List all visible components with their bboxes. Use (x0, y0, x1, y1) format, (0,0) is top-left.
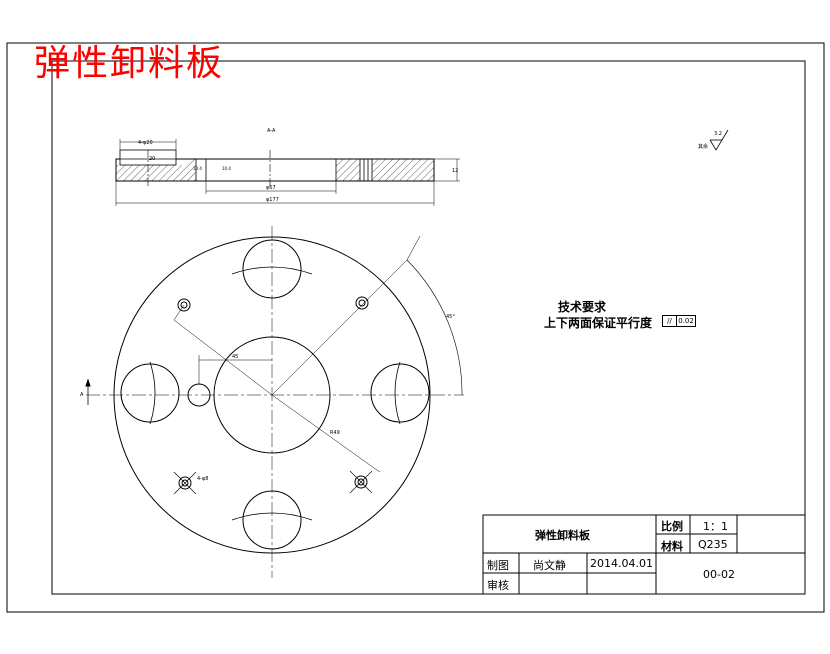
pocket-depth: 20 (149, 156, 155, 162)
roughness-value: 3.2 (714, 131, 722, 137)
parallelism-icon: // (663, 316, 677, 326)
scale-label: 比例 (661, 520, 683, 533)
angle-dim: 45° (446, 314, 455, 320)
inner-diameter-dim: φ67 (266, 185, 276, 191)
drawing-number: 00-02 (703, 568, 735, 581)
side-right: 10.4 (222, 166, 231, 171)
checked-label: 审核 (487, 579, 509, 592)
roughness-note: 其余 (698, 143, 708, 150)
hole-top (242, 239, 302, 299)
overlay-title: 弹性卸料板 (34, 43, 225, 84)
hole-right (370, 363, 430, 423)
outer-diameter-dim: φ177 (266, 197, 279, 203)
tolerance-value: 0.02 (678, 317, 694, 325)
title-block-grid (482, 514, 806, 595)
part-name: 弹性卸料板 (535, 529, 590, 542)
drawn-date: 2014.04.01 (590, 557, 653, 570)
parallelism-tolerance-frame: // 0.02 (662, 315, 696, 327)
technical-notes-item: 上下两面保证平行度 (544, 316, 653, 330)
outer-border (6, 42, 825, 613)
hole-callout: 4-φ20 (138, 140, 153, 146)
radius-dim: R49 (330, 430, 340, 436)
hole-left (120, 363, 180, 423)
technical-notes-heading: 技术要求 (558, 300, 607, 314)
small-hole-dim: 4-φ8 (197, 476, 208, 482)
material-value: Q235 (698, 538, 728, 551)
screw-hole-tr (355, 296, 369, 310)
plan-view (85, 226, 464, 578)
inner-border (51, 60, 806, 595)
section-view (115, 139, 460, 206)
hole-bottom (242, 490, 302, 550)
scale-value: 1：1 (703, 520, 728, 533)
screw-hole-br (349, 470, 373, 494)
section-label: A-A (267, 128, 276, 134)
center-offset-dim: 45 (232, 354, 238, 360)
drawn-label: 制图 (487, 559, 509, 572)
roughness-symbol (709, 129, 729, 151)
side-left: 10.4 (193, 166, 202, 171)
material-label: 材料 (661, 540, 683, 553)
screw-hole-bl (173, 471, 197, 495)
drawn-by: 尚文静 (533, 559, 566, 572)
section-arrow-label: A (80, 392, 84, 398)
thickness-dim: 12 (452, 168, 458, 174)
screw-hole-tl (177, 298, 191, 312)
